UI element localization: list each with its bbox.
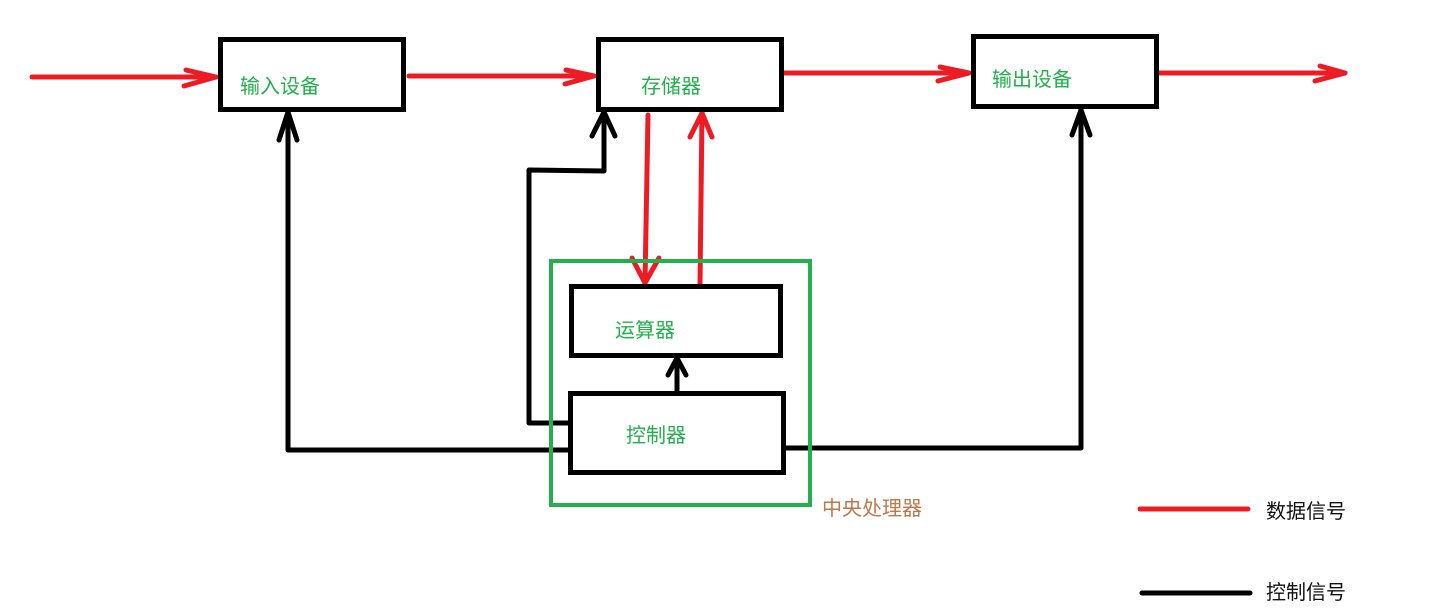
legend-control-label: 控制信号 [1266, 580, 1346, 604]
arrow-memory-to-output [782, 64, 972, 84]
control-signal-lines [276, 107, 1093, 453]
input-device-label: 输入设备 [240, 74, 320, 98]
arrow-input-to-memory [406, 67, 597, 87]
output-device-label: 输出设备 [992, 67, 1072, 91]
alu-box[interactable]: 运算器 [569, 284, 783, 358]
controller-label: 控制器 [626, 423, 686, 447]
arrow-external-to-input [29, 67, 219, 89]
controller-box[interactable]: 控制器 [568, 391, 786, 475]
cpu-label: 中央处理器 [822, 496, 922, 520]
arrow-controller-to-memory [526, 109, 618, 426]
cpu-frame [549, 259, 812, 507]
output-device-box[interactable]: 输出设备 [971, 34, 1159, 109]
alu-label: 运算器 [615, 318, 675, 342]
memory-label: 存储器 [641, 74, 701, 98]
arrow-controller-to-alu [665, 355, 689, 396]
memory-box[interactable]: 存储器 [596, 37, 784, 112]
arrow-controller-to-input [276, 109, 571, 453]
arrow-alu-to-memory [687, 110, 715, 288]
legend-data-label: 数据信号 [1266, 499, 1346, 523]
arrow-controller-to-output [782, 107, 1093, 451]
input-device-box[interactable]: 输入设备 [218, 37, 406, 112]
arrow-memory-to-alu [629, 112, 662, 286]
data-signal-lines [29, 63, 1348, 288]
arrow-output-to-external [1157, 63, 1348, 84]
